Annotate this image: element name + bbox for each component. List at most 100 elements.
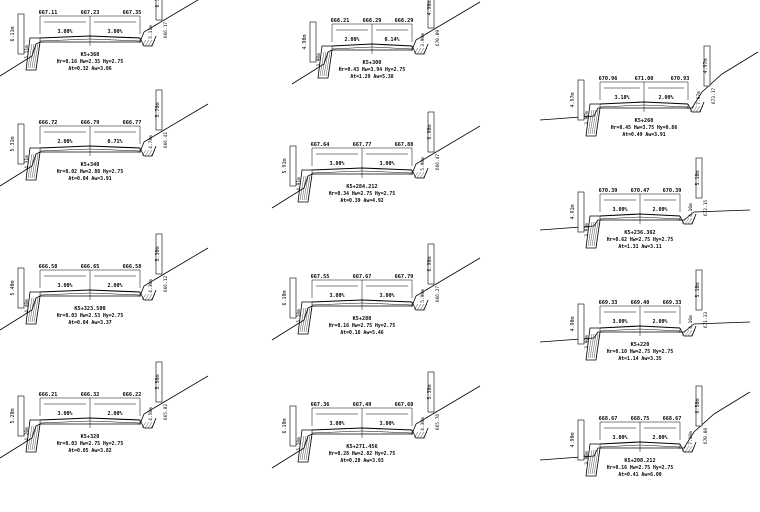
left-height-label: 4.90m bbox=[570, 316, 576, 331]
cross-slope-left: 3.18% bbox=[614, 95, 629, 101]
right-elevation-label: 666.12 bbox=[163, 276, 169, 293]
station-label: K5+320 bbox=[81, 434, 100, 440]
left-height-pole bbox=[577, 303, 585, 345]
right-height-label: 5.30m bbox=[427, 384, 433, 399]
left-depth-label: 3.90m bbox=[584, 451, 590, 465]
cross-slope-left: 3.00% bbox=[329, 293, 344, 299]
elevation-left: 666.21 bbox=[39, 392, 58, 398]
left-height-label: 6.10m bbox=[282, 290, 288, 305]
cross-slope-left: 3.00% bbox=[57, 411, 72, 417]
cross-slope-left: 3.00% bbox=[612, 207, 627, 213]
elevation-center: 668.75 bbox=[631, 416, 650, 422]
right-height-label: 5.30m bbox=[155, 246, 161, 261]
elevation-center: 667.67 bbox=[353, 274, 372, 280]
right-depth-label: 5.90m bbox=[420, 289, 426, 303]
left-height-label: 6.11m bbox=[10, 26, 16, 41]
section-params: Hr=0.16 Hw=2.75 Hy=2.75 bbox=[607, 465, 674, 471]
left-height-label: 4.90m bbox=[302, 34, 308, 49]
cross-slope-right: 3.00% bbox=[379, 421, 394, 427]
section-areas: At=1.31 Aw=3.11 bbox=[618, 244, 661, 250]
right-height-label: 5.10m bbox=[695, 282, 701, 297]
section-params: Hr=0.10 Hw=2.75 Hy=2.75 bbox=[607, 349, 674, 355]
left-height-pole bbox=[577, 191, 585, 233]
right-height-pole bbox=[427, 243, 435, 285]
right-elevation-label: 673.17 bbox=[711, 88, 717, 105]
station-label: K5+280 bbox=[353, 316, 372, 322]
section-params: Hr=0.02 Hw=2.88 Hy=2.75 bbox=[57, 169, 124, 175]
cross-slope-right: 3.00% bbox=[379, 293, 394, 299]
section-params: Hr=0.34 Hw=2.75 Hy=2.75 bbox=[329, 191, 396, 197]
elevation-center: 666.32 bbox=[81, 392, 100, 398]
cross-slope-left: 3.00% bbox=[612, 319, 627, 325]
section-areas: At=0.28 Aw=3.93 bbox=[340, 458, 383, 464]
section-areas: At=0.16 Aw=5.46 bbox=[340, 330, 383, 336]
elevation-left: 668.21 bbox=[331, 18, 350, 24]
right-depth-label: 4.10m bbox=[688, 315, 694, 329]
right-elevation-label: 666.17 bbox=[163, 22, 169, 39]
section-params: Hr=0.16 Hw=2.35 Hy=2.75 bbox=[57, 59, 124, 65]
right-height-pole bbox=[427, 0, 435, 29]
left-height-label: 4.90m bbox=[570, 432, 576, 447]
right-height-label: 6.50m bbox=[695, 398, 701, 413]
right-elevation-label: 665.76 bbox=[435, 414, 441, 431]
section-params: Hr=0.28 Hw=2.82 Hy=2.75 bbox=[329, 451, 396, 457]
left-depth-label: 4.40m bbox=[24, 299, 30, 313]
station-label: K5+220 bbox=[631, 342, 650, 348]
left-height-pole bbox=[577, 419, 585, 461]
left-height-pole bbox=[17, 267, 25, 309]
left-height-label: 5.20m bbox=[10, 408, 16, 423]
section-params: Hr=0.03 Hw=2.53 Hy=2.75 bbox=[57, 313, 124, 319]
left-depth-label: 3.97m bbox=[584, 111, 590, 125]
elevation-left: 670.96 bbox=[599, 76, 618, 82]
section-params: Hr=0.45 Hw=3.75 Hy=0.86 bbox=[611, 125, 678, 131]
station-label: K5+260 bbox=[635, 118, 654, 124]
elevation-center: 667.23 bbox=[81, 10, 100, 16]
right-height-label: 6.90m bbox=[427, 124, 433, 139]
left-height-pole bbox=[17, 123, 25, 165]
elevation-left: 668.67 bbox=[599, 416, 618, 422]
ground-line bbox=[539, 51, 759, 121]
elevation-right: 668.67 bbox=[663, 416, 682, 422]
cross-slope-right: 2.00% bbox=[107, 411, 122, 417]
left-depth-label: 5.11m bbox=[24, 45, 30, 59]
station-label: K5+271.456 bbox=[346, 444, 377, 450]
station-label: K5+300 bbox=[363, 60, 382, 66]
right-height-pole bbox=[155, 233, 163, 275]
left-height-label: 5.31m bbox=[10, 136, 16, 151]
cross-slope-right: 2.00% bbox=[652, 319, 667, 325]
elevation-center: 667.77 bbox=[353, 142, 372, 148]
elevation-left: 669.33 bbox=[599, 300, 618, 306]
right-height-pole bbox=[155, 89, 163, 131]
right-elevation-label: 672.15 bbox=[703, 200, 709, 217]
cross-slope-left: 2.00% bbox=[344, 37, 359, 43]
cross-slope-right: 2.00% bbox=[658, 95, 673, 101]
cross-slope-right: 3.00% bbox=[379, 161, 394, 167]
left-depth-label: 5.10m bbox=[296, 437, 302, 451]
left-height-pole bbox=[309, 21, 317, 63]
cross-slope-left: 3.00% bbox=[612, 435, 627, 441]
section-params: Hr=0.43 Hw=3.94 Hy=2.75 bbox=[339, 67, 406, 73]
left-height-pole bbox=[289, 145, 297, 187]
section-params: Hr=0.03 Hw=2.75 Hy=2.75 bbox=[57, 441, 124, 447]
section-areas: At=0.04 Aw=3.91 bbox=[68, 176, 111, 182]
right-depth-label: 5.11m bbox=[148, 25, 154, 39]
elevation-center: 669.40 bbox=[631, 300, 650, 306]
section-areas: At=0.32 Aw=3.06 bbox=[68, 66, 111, 72]
elevation-right: 666.22 bbox=[123, 392, 142, 398]
section-areas: At=0.41 Aw=6.00 bbox=[618, 472, 661, 478]
cross-slope-left: 3.00% bbox=[57, 283, 72, 289]
station-label: K5+284.212 bbox=[346, 184, 377, 190]
elevation-right: 666.58 bbox=[123, 264, 142, 270]
right-elevation-label: 665.82 bbox=[163, 404, 169, 421]
left-height-pole bbox=[17, 395, 25, 437]
elevation-right: 670.93 bbox=[671, 76, 690, 82]
